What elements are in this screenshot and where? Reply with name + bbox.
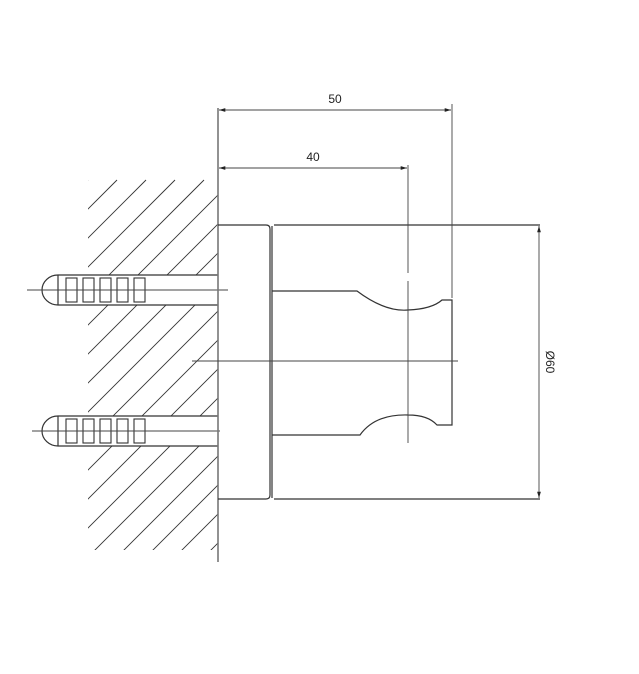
hatch-line: [88, 179, 205, 297]
hatch-line: [88, 223, 218, 355]
hatch-line: [277, 180, 639, 600]
hatch-line: [88, 281, 218, 413]
dimension-label-diameter: Ø60: [543, 351, 557, 374]
hatch-line: [364, 180, 639, 600]
hatch-line: [335, 180, 639, 600]
hatch-line: [422, 180, 639, 600]
hatch-line: [509, 180, 639, 600]
hatch-line: [88, 179, 176, 268]
hatch-line: [451, 180, 639, 600]
hatch-line: [88, 179, 118, 210]
hatch-line: [393, 180, 639, 600]
hatch-line: [88, 397, 218, 529]
hatch-line: [88, 368, 218, 500]
hatch-line: [480, 180, 639, 600]
hatch-line: [152, 484, 218, 550]
hatch-line: [190, 180, 610, 600]
wall-anchor-bottom: [32, 415, 220, 447]
hatch-line: [248, 180, 639, 600]
dimension-label-40: 40: [306, 150, 320, 164]
base-plate: [218, 224, 271, 500]
hatch-line: [567, 180, 639, 600]
dimension-label-50: 50: [328, 92, 342, 106]
hatch-line: [219, 180, 639, 600]
wall-anchor-top: [27, 274, 228, 306]
hatch-line: [123, 455, 218, 550]
hatch-line: [210, 542, 218, 550]
hatch-line: [88, 252, 218, 384]
hatch-line: [538, 180, 639, 600]
hatch-line: [88, 180, 89, 181]
hatch-line: [88, 194, 218, 326]
hatch-line: [625, 180, 639, 600]
hatch-line: [88, 310, 218, 442]
hatch-line: [596, 180, 639, 600]
hatch-line: [94, 426, 218, 550]
holder-profile: [272, 290, 453, 436]
hatch-line: [306, 180, 639, 600]
hatch-line: [88, 339, 218, 471]
hatch-line: [88, 179, 147, 239]
hatch-line: [181, 513, 218, 550]
wall-hatching: [88, 179, 639, 600]
